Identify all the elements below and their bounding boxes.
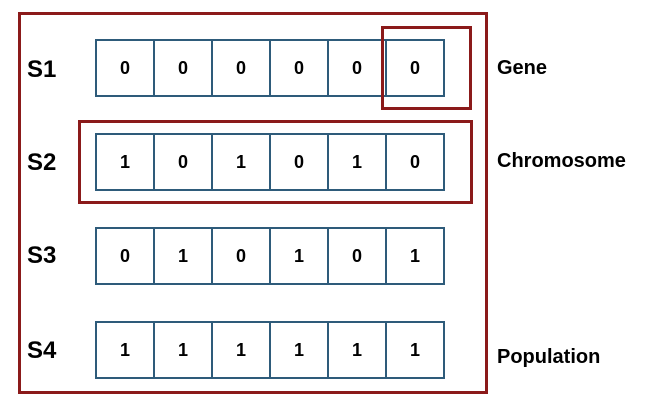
row-label-s1: S1 — [27, 56, 57, 83]
gene-annotation: Gene — [497, 57, 548, 79]
gene-cell: 1 — [211, 133, 271, 191]
gene-cell: 0 — [153, 39, 213, 97]
gene-cell: 0 — [327, 39, 387, 97]
row-label-s3: S3 — [27, 242, 57, 269]
gene-cell: 0 — [385, 39, 445, 97]
chromosome-s2: 1 0 1 0 1 0 — [95, 133, 457, 191]
gene-cell: 1 — [269, 321, 329, 379]
gene-cell: 1 — [153, 227, 213, 285]
gene-cell: 1 — [385, 227, 445, 285]
chromosome-s1: 0 0 0 0 0 0 — [95, 39, 457, 97]
population-box — [18, 12, 488, 394]
gene-cell: 0 — [211, 39, 271, 97]
gene-cell: 0 — [153, 133, 213, 191]
row-label-s2: S2 — [27, 149, 57, 176]
chromosome-highlight-box — [78, 120, 473, 204]
population-annotation: Population — [497, 346, 601, 368]
gene-cell: 0 — [327, 227, 387, 285]
gene-cell: 1 — [327, 321, 387, 379]
gene-cell: 0 — [95, 227, 155, 285]
gene-cell: 0 — [95, 39, 155, 97]
gene-cell: 0 — [385, 133, 445, 191]
chromosome-annotation: Chromosome — [497, 150, 626, 172]
gene-cell: 1 — [269, 227, 329, 285]
row-label-s4: S4 — [27, 337, 57, 364]
chromosome-s3: 0 1 0 1 0 1 — [95, 227, 457, 285]
chromosome-s4: 1 1 1 1 1 1 — [95, 321, 457, 379]
gene-cell: 1 — [153, 321, 213, 379]
gene-cell: 0 — [211, 227, 271, 285]
gene-cell: 1 — [95, 321, 155, 379]
gene-cell: 1 — [95, 133, 155, 191]
gene-cell: 0 — [269, 133, 329, 191]
gene-cell: 1 — [211, 321, 271, 379]
gene-cell: 1 — [385, 321, 445, 379]
gene-cell: 0 — [269, 39, 329, 97]
gene-cell: 1 — [327, 133, 387, 191]
gene-highlight-box — [381, 26, 472, 110]
